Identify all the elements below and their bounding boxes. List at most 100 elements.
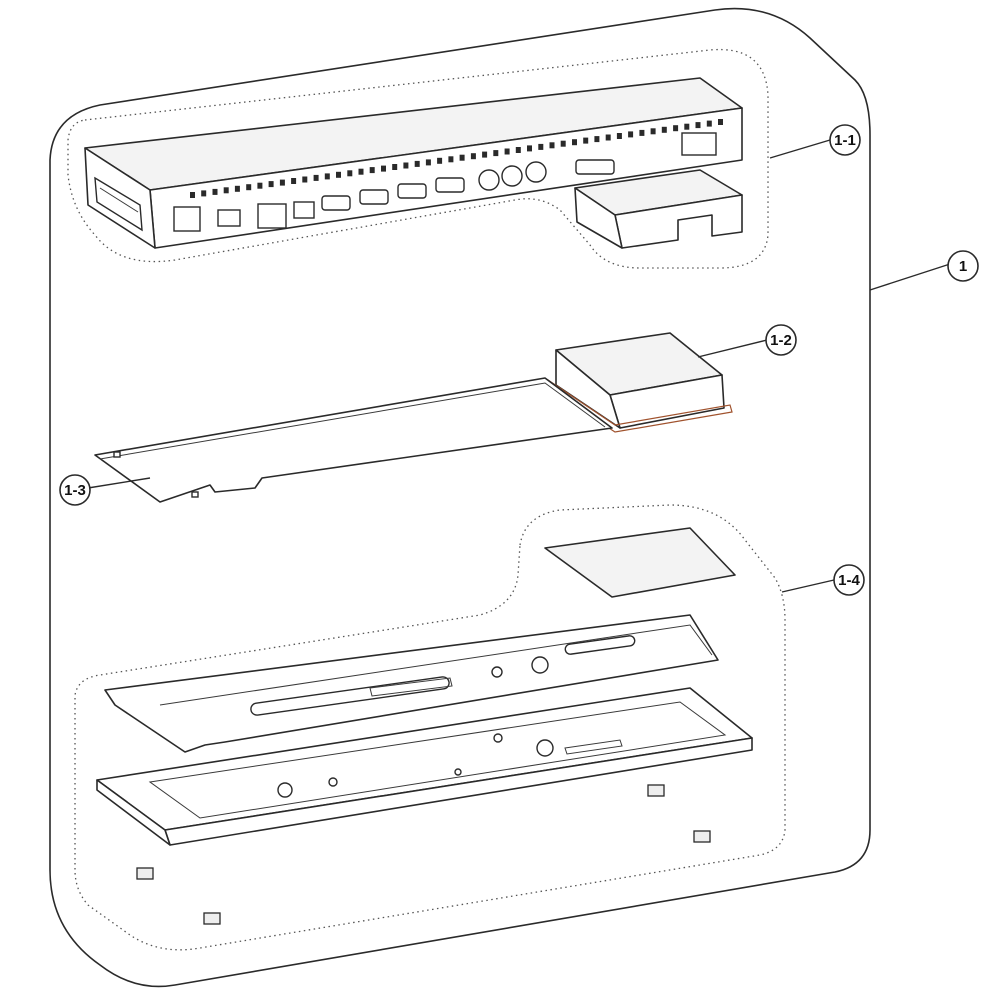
vent-slot bbox=[560, 140, 566, 147]
port-hdmi-1 bbox=[321, 195, 351, 211]
vent-slot bbox=[246, 184, 252, 191]
vent-slot bbox=[201, 190, 207, 197]
pcb-plate bbox=[94, 377, 613, 503]
rubber-foot-1 bbox=[647, 784, 665, 797]
vent-slot bbox=[470, 153, 476, 160]
rubber-foot-3 bbox=[136, 867, 154, 880]
vent-slot bbox=[403, 162, 409, 169]
port-rj45-square bbox=[257, 203, 287, 229]
vent-slot bbox=[324, 173, 330, 180]
side-slot bbox=[94, 176, 143, 232]
vent-slot bbox=[381, 165, 386, 172]
pcb-corner-mark-2 bbox=[191, 491, 199, 498]
inner-plate-slot-2 bbox=[564, 635, 636, 655]
vent-slot bbox=[223, 187, 229, 194]
callout-1-2-label: 1-2 bbox=[770, 332, 792, 349]
vent-slot bbox=[392, 164, 398, 170]
vent-slot bbox=[358, 168, 364, 175]
vent-slot bbox=[684, 123, 690, 130]
port-hdmi-2 bbox=[359, 189, 389, 205]
callout-1-label: 1 bbox=[959, 258, 967, 275]
callout-1-1-label: 1-1 bbox=[834, 132, 856, 149]
assembly-outline bbox=[49, 7, 871, 988]
vent-slot bbox=[661, 126, 667, 133]
vent-slot bbox=[718, 119, 723, 125]
vent-slot bbox=[482, 151, 488, 158]
vent-slot bbox=[628, 131, 634, 138]
vent-slot bbox=[234, 185, 240, 192]
port-rj45-left bbox=[173, 206, 201, 232]
top-cover-group bbox=[67, 48, 769, 269]
port-power-right bbox=[681, 132, 717, 156]
vent-slot bbox=[414, 160, 420, 167]
vent-slot bbox=[706, 120, 712, 127]
vent-slot bbox=[515, 147, 521, 153]
port-hdmi-3 bbox=[397, 183, 427, 199]
frame-hole-3 bbox=[536, 739, 554, 757]
callout-1-4: 1-4 bbox=[781, 564, 865, 596]
callout-1: 1 bbox=[869, 250, 979, 291]
vent-slot bbox=[616, 133, 622, 139]
top-cover-dotted-outline bbox=[67, 48, 769, 269]
vent-slot bbox=[268, 181, 274, 188]
vent-slot bbox=[594, 136, 600, 143]
bottom-tray-group bbox=[74, 504, 786, 951]
rear-bracket-front bbox=[614, 194, 743, 249]
inner-plate-label-area bbox=[369, 677, 453, 697]
vent-slot bbox=[336, 171, 341, 178]
port-usb-a-2 bbox=[293, 201, 315, 219]
vent-slot bbox=[313, 174, 319, 181]
thermal-pad bbox=[544, 527, 736, 598]
vent-slot bbox=[583, 137, 589, 144]
vent-slot bbox=[279, 179, 285, 186]
bottom-frame-side bbox=[96, 779, 171, 846]
frame-hole-4 bbox=[454, 768, 462, 776]
vent-slot bbox=[605, 134, 611, 141]
pcb-corner-mark-1 bbox=[113, 451, 121, 458]
bottom-frame-inner-recess bbox=[148, 701, 727, 819]
vent-slot bbox=[190, 192, 195, 198]
vent-slot bbox=[572, 139, 577, 146]
vent-slot bbox=[437, 157, 443, 164]
port-audio-2 bbox=[501, 165, 523, 187]
rear-bracket-side bbox=[574, 187, 623, 249]
vent-strip bbox=[190, 119, 723, 198]
vent-slot bbox=[538, 143, 544, 150]
vent-slot bbox=[549, 142, 555, 149]
vent-slot bbox=[459, 154, 465, 161]
vent-slot bbox=[369, 167, 375, 174]
vent-slot bbox=[448, 156, 454, 163]
port-hdmi-4 bbox=[435, 177, 465, 193]
callout-1-3: 1-3 bbox=[59, 474, 151, 506]
vent-slot bbox=[347, 170, 353, 177]
port-audio-3 bbox=[525, 161, 547, 183]
callout-1-1: 1-1 bbox=[769, 124, 861, 159]
vent-slot bbox=[425, 159, 431, 166]
inner-plate-slot-1 bbox=[250, 676, 450, 716]
vent-slot bbox=[493, 150, 499, 157]
vent-slot bbox=[527, 145, 532, 152]
heatsink-group bbox=[544, 332, 733, 433]
frame-label-area bbox=[564, 739, 623, 755]
vent-slot bbox=[673, 125, 679, 132]
vent-slot bbox=[695, 122, 701, 129]
port-usb-a-1 bbox=[217, 209, 241, 227]
heatsink-side bbox=[555, 349, 621, 429]
vent-slot bbox=[291, 178, 297, 184]
frame-hole-5 bbox=[493, 733, 503, 743]
vent-slot bbox=[639, 129, 645, 136]
frame-hole-2 bbox=[328, 777, 338, 787]
rubber-foot-4 bbox=[203, 912, 221, 925]
frame-hole-1 bbox=[277, 782, 293, 798]
port-displayport bbox=[575, 159, 615, 175]
port-audio-1 bbox=[478, 169, 500, 191]
rubber-foot-2 bbox=[693, 830, 711, 843]
vent-slot bbox=[212, 188, 218, 195]
inner-plate-hole-2 bbox=[531, 656, 549, 674]
pcb-plate-group bbox=[94, 377, 613, 503]
vent-slot bbox=[650, 128, 656, 135]
callout-1-2: 1-2 bbox=[697, 324, 797, 358]
callout-1-3-label: 1-3 bbox=[64, 482, 86, 499]
vent-slot bbox=[257, 182, 263, 189]
